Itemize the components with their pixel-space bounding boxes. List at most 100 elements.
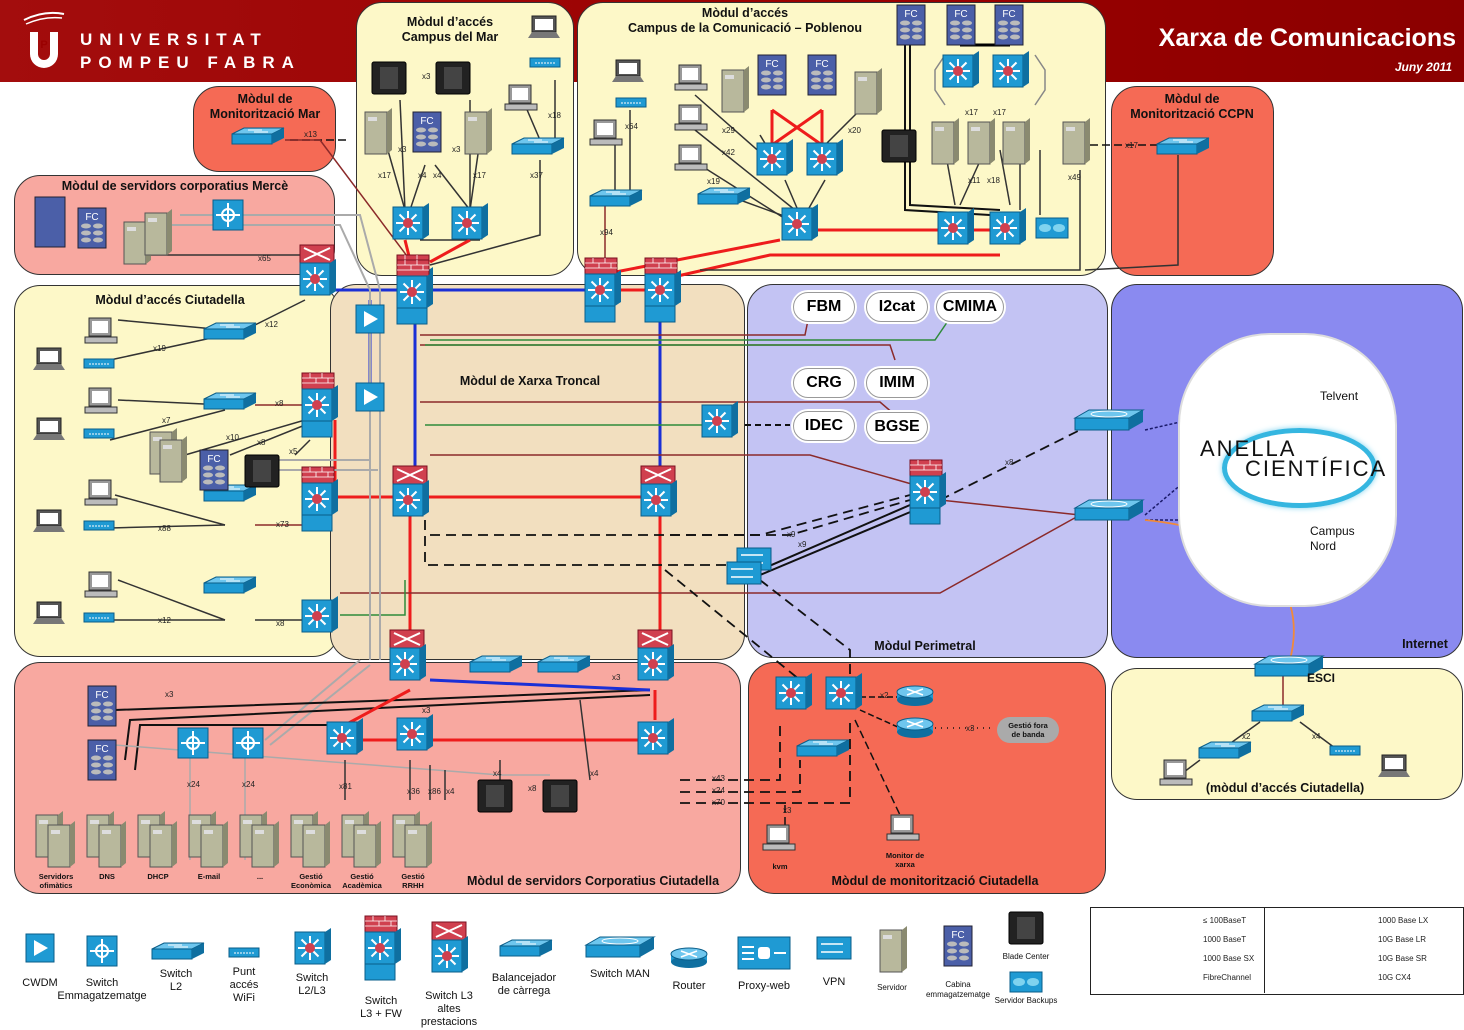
switch-core xyxy=(651,495,661,505)
disk xyxy=(959,941,969,947)
link-1000-baset xyxy=(109,524,226,529)
link-count-label: x4 xyxy=(493,769,502,778)
man-ring xyxy=(1090,500,1128,508)
server-drive xyxy=(127,227,136,231)
legend-label-proxy-web: Proxy-web xyxy=(738,980,790,992)
disk xyxy=(416,127,426,133)
disk xyxy=(950,27,960,33)
disk xyxy=(91,708,101,714)
link-100-baset xyxy=(680,760,801,793)
switch-l2l3-pb xyxy=(992,51,1029,88)
server-side xyxy=(274,821,279,867)
legend-line-label: 1000 Base LX xyxy=(1378,916,1429,925)
legend-line-label: 1000 BaseT xyxy=(1203,935,1247,944)
server-side xyxy=(376,821,381,867)
brick-lines xyxy=(910,460,942,471)
server-side xyxy=(121,821,126,867)
switch-arrows xyxy=(1173,139,1193,143)
fc-label: FC xyxy=(95,690,108,701)
router-mon xyxy=(896,717,934,738)
disk xyxy=(91,715,101,721)
link-10g-sr xyxy=(771,108,823,147)
switch-l2-ccpn xyxy=(1156,137,1210,155)
link-1000-lx xyxy=(430,317,951,341)
legend-switch-l2l3-icon xyxy=(294,928,331,965)
switch-module-icon xyxy=(644,270,681,307)
switch-side xyxy=(1023,51,1029,87)
desktop-pc-pb xyxy=(674,104,708,131)
label-ciutadella-access: Mòdul d’accés Ciutadella xyxy=(95,293,245,307)
server-group-label: Gestió Acadèmica xyxy=(342,872,382,890)
link-count-label: x2 xyxy=(880,691,889,700)
link-count-label: x37 xyxy=(530,171,543,180)
disk xyxy=(950,20,960,26)
keyboard xyxy=(33,434,65,440)
link-count-label: x17 xyxy=(473,171,486,180)
disk xyxy=(998,34,1008,40)
switch-core xyxy=(792,219,802,229)
link-fibre-channel xyxy=(264,659,361,741)
svg-text:P: P xyxy=(40,39,47,51)
firewall-bricks xyxy=(584,257,618,275)
legend-load-balancer-icon xyxy=(499,939,553,957)
switch-arrows xyxy=(528,139,548,143)
link-100-baset xyxy=(664,569,801,681)
cloud-fbm: FBM xyxy=(793,292,855,322)
disk xyxy=(215,472,225,478)
link-count-label: x65 xyxy=(258,254,271,263)
switch-arrows xyxy=(168,944,188,948)
switch-module-icon xyxy=(389,644,426,681)
legend-storage-cabinet-icon: FC xyxy=(943,925,973,967)
legend-switch-l2-icon xyxy=(151,942,205,960)
switch-l2-pb xyxy=(589,189,643,207)
switch-side xyxy=(973,51,979,87)
switch-core xyxy=(312,494,322,504)
server-drive xyxy=(294,820,303,824)
switch-module-icon xyxy=(396,272,433,309)
switch-side xyxy=(272,128,284,144)
disk xyxy=(203,472,213,478)
disk xyxy=(773,84,783,90)
switch-side xyxy=(462,936,468,972)
switch-core xyxy=(407,287,417,297)
blade-center-mar xyxy=(435,61,471,95)
vpn-body xyxy=(726,561,762,585)
cwdm-triangle xyxy=(34,940,48,956)
fc-label: FC xyxy=(207,454,220,465)
server-drive xyxy=(153,437,162,441)
disk xyxy=(416,134,426,140)
backup-disk xyxy=(1039,224,1051,232)
switch-core xyxy=(403,218,413,228)
storage-switch-sc xyxy=(232,727,264,759)
switch-side xyxy=(552,138,564,154)
switch-core xyxy=(305,943,315,953)
router-arrows xyxy=(906,720,924,728)
switch-side xyxy=(244,393,256,409)
base xyxy=(84,406,118,414)
disk xyxy=(962,20,972,26)
brick-lines xyxy=(302,373,334,384)
switch-core xyxy=(462,218,472,228)
disk xyxy=(962,34,972,40)
legend-label-cwdm: CWDM xyxy=(22,977,58,989)
disk xyxy=(912,34,922,40)
legend-label-switch-l2: Switch L2 xyxy=(159,968,193,993)
label-network-monitor: Monitor de xarxa xyxy=(885,851,925,869)
switch-module-icon xyxy=(301,385,338,422)
link-count-label: x70 xyxy=(712,798,725,807)
cwdm-triangle xyxy=(364,311,378,327)
server-side xyxy=(387,108,392,154)
legend-label-backup-server: Servidor Backups xyxy=(994,996,1058,1005)
man-ring xyxy=(601,937,639,945)
switch-module-icon xyxy=(431,936,468,973)
base xyxy=(84,336,118,344)
server-drive xyxy=(971,127,980,131)
link-1000-baset xyxy=(909,40,1001,211)
switch-arrows xyxy=(220,324,240,328)
server-drive xyxy=(163,445,172,449)
desktop-pc-pb xyxy=(674,144,708,171)
switch-front xyxy=(203,398,245,410)
disk xyxy=(900,34,910,40)
label-campus-nord: Campus Nord xyxy=(1310,524,1355,553)
switch-side xyxy=(423,203,429,239)
